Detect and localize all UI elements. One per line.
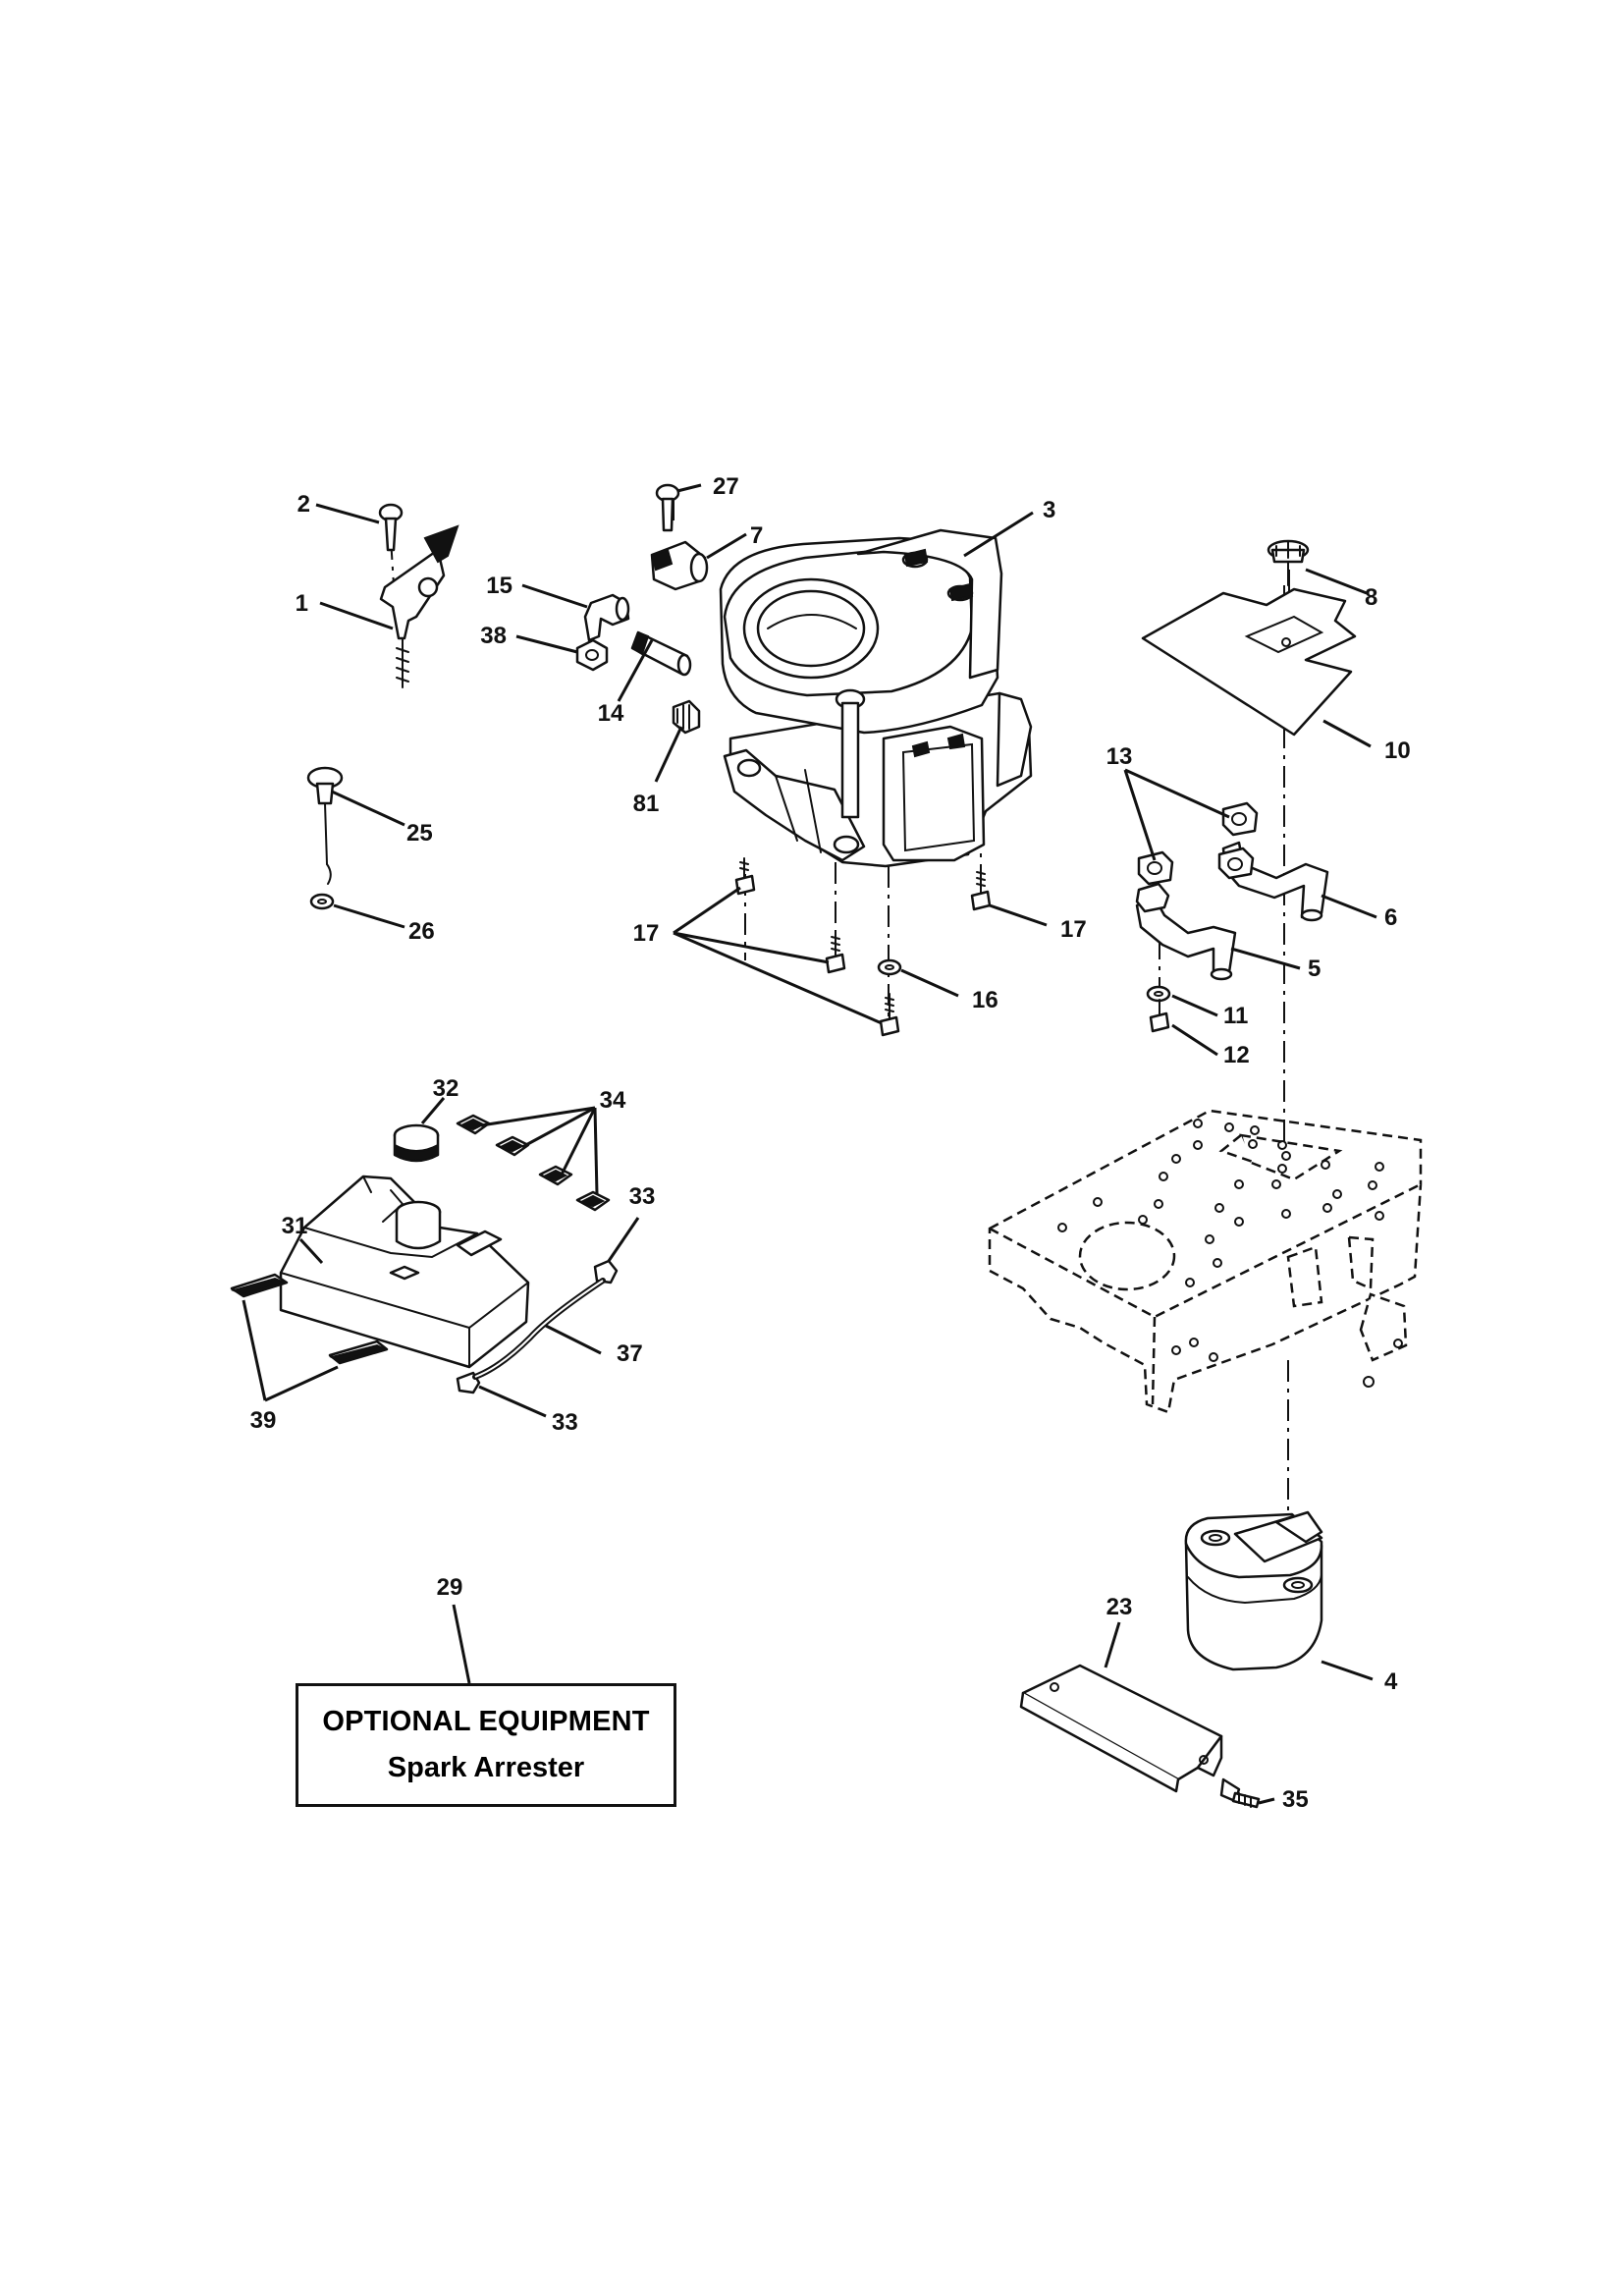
part-39-screens xyxy=(230,1273,389,1365)
callout-8: 8 xyxy=(1365,584,1377,611)
part-32-cap xyxy=(393,1123,440,1163)
callout-5: 5 xyxy=(1308,956,1321,982)
callout-23: 23 xyxy=(1106,1594,1133,1620)
part-12-bolt xyxy=(1149,999,1170,1033)
callout-labels: 1 2 3 27 7 15 38 14 81 25 26 8 10 13 6 5… xyxy=(250,473,1411,1813)
chassis-frame xyxy=(988,1109,1423,1414)
callout-34: 34 xyxy=(600,1087,626,1114)
callout-11: 11 xyxy=(1223,1003,1248,1029)
part-31-spark-arrester xyxy=(279,1175,530,1369)
callout-6: 6 xyxy=(1384,904,1397,931)
optional-equipment-subtitle: Spark Arrester xyxy=(387,1752,585,1783)
part-17-bolt-low xyxy=(879,993,900,1037)
part-17-bolt-right xyxy=(970,867,992,911)
optional-equipment-title: OPTIONAL EQUIPMENT xyxy=(322,1706,650,1737)
callout-10: 10 xyxy=(1384,738,1411,764)
callout-35: 35 xyxy=(1282,1786,1309,1813)
callout-12: 12 xyxy=(1223,1042,1250,1068)
callout-4: 4 xyxy=(1384,1668,1398,1695)
callout-33-lower: 33 xyxy=(552,1409,578,1436)
part-14-pipe xyxy=(630,630,692,677)
callout-39: 39 xyxy=(250,1407,277,1434)
part-34-clips xyxy=(456,1114,611,1212)
part-1-throttle-bracket xyxy=(379,524,459,688)
callout-26: 26 xyxy=(408,918,435,945)
callout-13: 13 xyxy=(1106,743,1133,770)
leader-lines xyxy=(242,483,1377,1805)
part-4-muffler xyxy=(1184,1510,1323,1671)
optional-equipment-box: OPTIONAL EQUIPMENT Spark Arrester xyxy=(296,1683,676,1807)
part-13-gasket-left xyxy=(1137,850,1174,886)
part-38-nut xyxy=(575,638,609,672)
callout-16: 16 xyxy=(972,987,998,1013)
part-25-choke-knob xyxy=(306,766,344,885)
part-16-washer xyxy=(877,958,902,976)
callout-25: 25 xyxy=(406,820,433,847)
part-10-heat-shield xyxy=(1141,587,1357,737)
part-3-engine xyxy=(719,528,1033,868)
callout-32: 32 xyxy=(433,1075,459,1102)
part-37-hose xyxy=(472,1278,606,1380)
callout-15: 15 xyxy=(486,573,512,599)
part-15-elbow xyxy=(583,593,630,642)
part-11-washer xyxy=(1146,985,1171,1003)
part-5-exhaust-pipe xyxy=(1135,882,1237,981)
callout-7: 7 xyxy=(750,522,763,549)
callout-17-left: 17 xyxy=(633,920,660,947)
callout-33-upper: 33 xyxy=(629,1183,656,1210)
callout-14: 14 xyxy=(598,700,624,727)
part-13-gasket-mid xyxy=(1217,847,1255,880)
callout-37: 37 xyxy=(617,1340,643,1367)
callout-27: 27 xyxy=(713,473,739,500)
callout-3: 3 xyxy=(1043,497,1055,523)
callout-81: 81 xyxy=(633,791,660,817)
part-7-clamp xyxy=(650,540,709,591)
part-27-screw xyxy=(655,483,680,532)
callout-31: 31 xyxy=(282,1213,308,1239)
part-17-bolt-mid xyxy=(825,932,846,974)
callout-17-right: 17 xyxy=(1060,916,1087,943)
callout-1: 1 xyxy=(296,590,308,617)
part-26-washer xyxy=(309,893,335,910)
callout-2: 2 xyxy=(297,491,310,518)
part-23-muffler-guard xyxy=(1019,1664,1223,1793)
part-81-plug xyxy=(672,699,701,735)
callout-38: 38 xyxy=(480,623,507,649)
part-2-screw xyxy=(378,503,404,552)
part-35-screw xyxy=(1219,1777,1261,1809)
callout-29: 29 xyxy=(437,1574,463,1601)
part-13-gasket-upper xyxy=(1221,801,1259,837)
part-8-knob xyxy=(1267,539,1310,586)
part-33-clamp-upper xyxy=(593,1259,619,1285)
